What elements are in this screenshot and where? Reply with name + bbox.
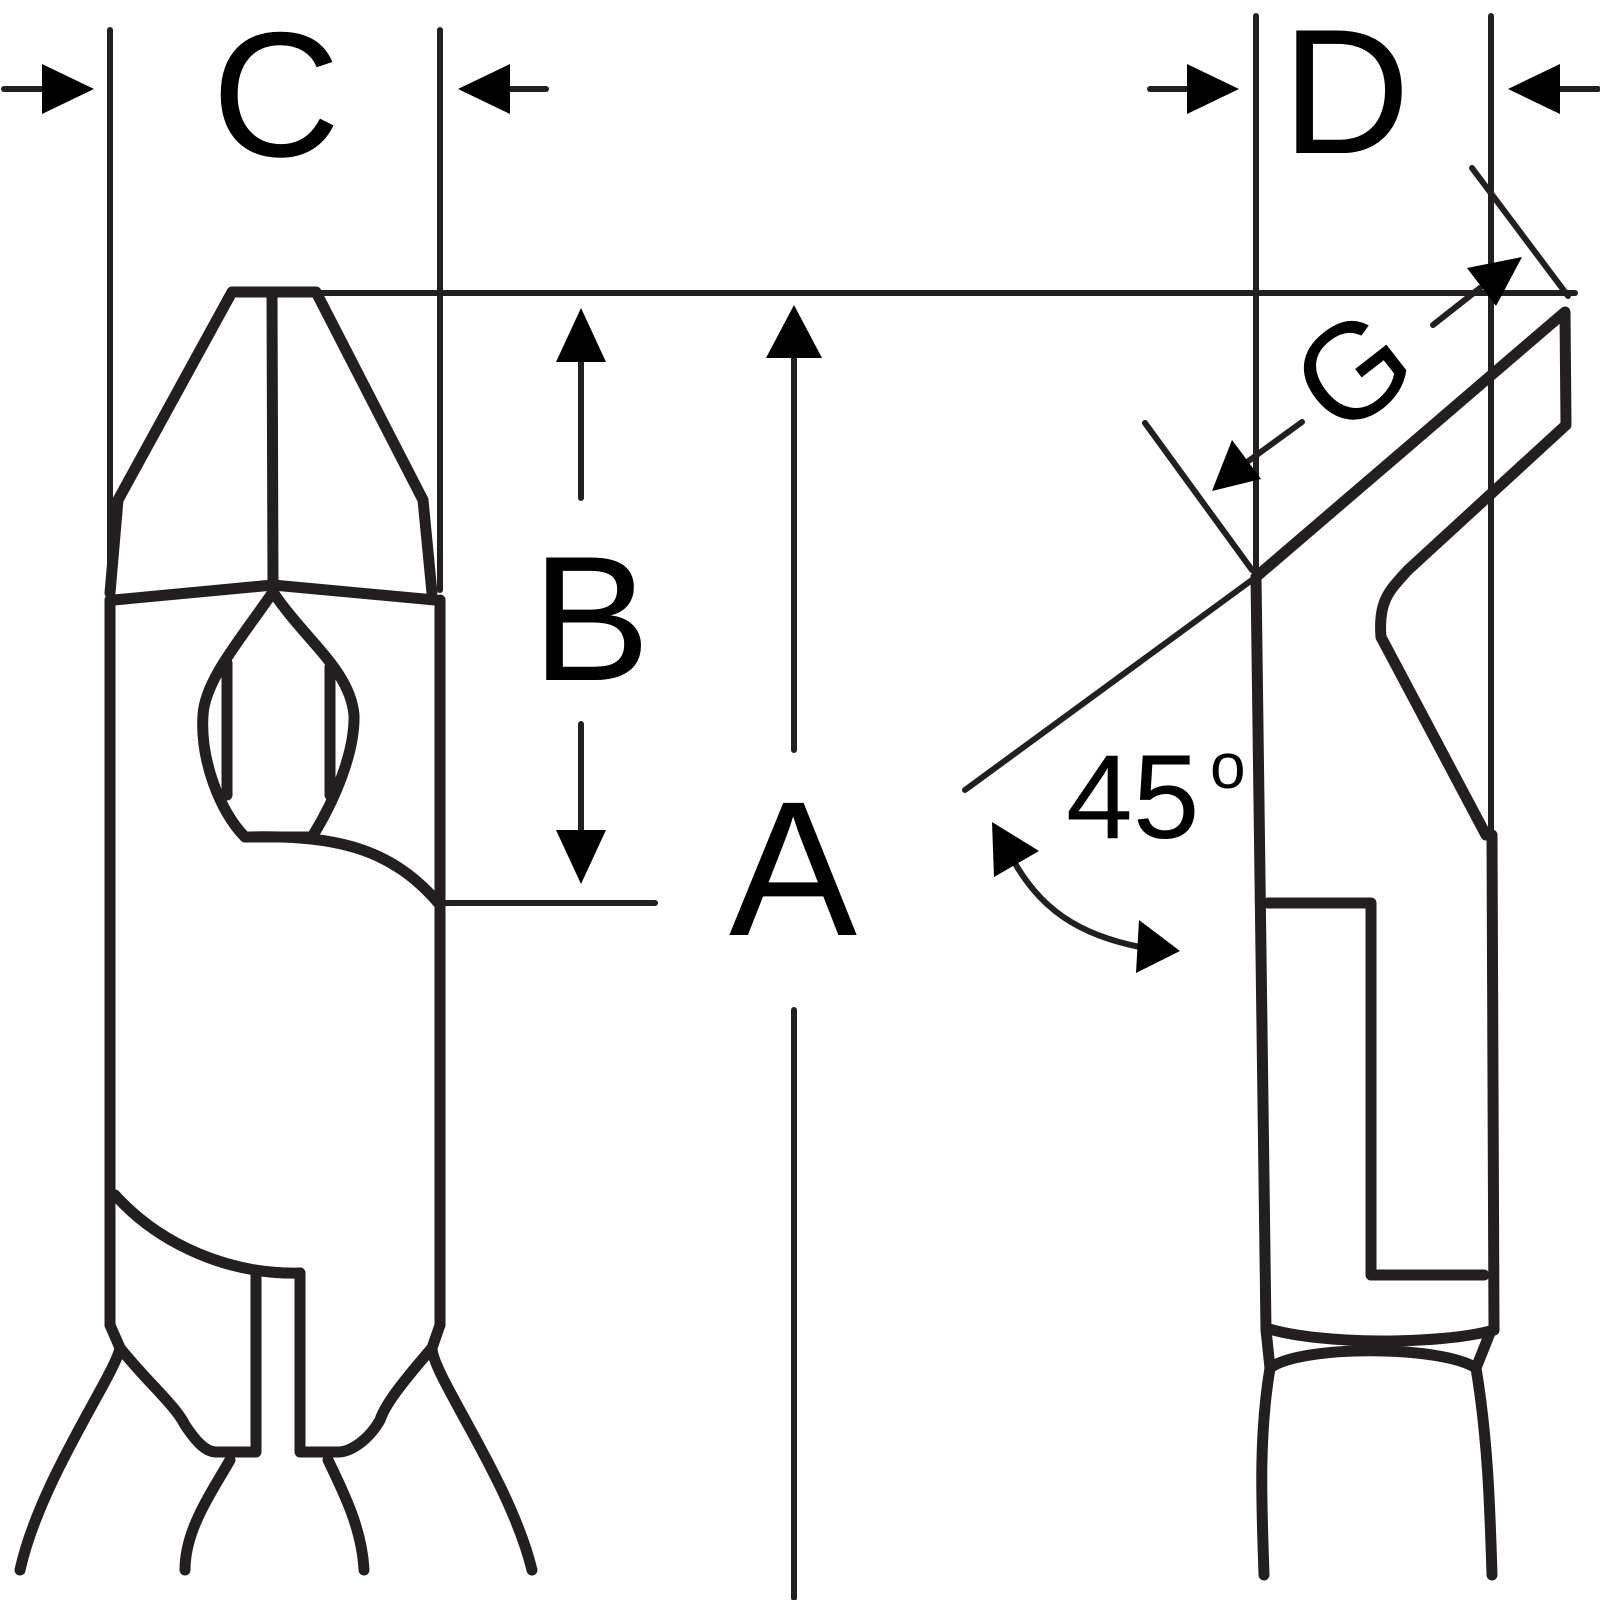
label-angle-value: 45	[1066, 730, 1199, 864]
front-handle-right-upper	[332, 1319, 446, 1458]
side-band-bottom	[1264, 1345, 1482, 1374]
front-handle-left-grip	[14, 1342, 126, 1576]
angle-reference-line	[962, 574, 1259, 793]
g-arrow-lower-head	[1212, 440, 1261, 491]
side-band-left-link	[1260, 1324, 1276, 1374]
side-band-top	[1260, 1322, 1500, 1347]
dimension-lines	[1, 13, 1600, 1600]
d-arrow-right-head	[1508, 64, 1560, 114]
side-body-right-edge	[1486, 829, 1500, 1336]
front-pivot-lower-curve	[239, 831, 446, 911]
front-handle-right-grip	[426, 1342, 538, 1576]
side-slot-outline	[1262, 897, 1490, 1281]
side-handle-left	[1256, 1362, 1276, 1581]
a-arrow-up-head	[766, 305, 822, 358]
front-handle-inner-right	[294, 1267, 344, 1458]
label-b: B	[532, 519, 651, 718]
side-band-right-link	[1470, 1327, 1496, 1374]
front-handle-inner-left	[210, 1267, 262, 1458]
side-head-outline	[1250, 306, 1572, 841]
front-handle-left-upper	[104, 1319, 222, 1458]
front-handle-left-inner-grip	[179, 1454, 236, 1576]
side-handle-right	[1470, 1362, 1498, 1581]
label-angle-unit: o	[1210, 730, 1246, 802]
c-arrow-left-head	[42, 64, 94, 114]
label-a: A	[729, 761, 857, 976]
front-jaw-center-line	[266, 287, 279, 591]
b-arrow-down-head	[556, 830, 606, 884]
angle-arrow-bottom-head	[1136, 920, 1180, 973]
d-arrow-left-head	[1187, 64, 1239, 114]
g-extension-upper	[1469, 165, 1571, 299]
b-arrow-up-head	[556, 308, 606, 362]
pliers-side-view	[1250, 306, 1572, 1581]
g-arrow-lower-shaft	[1240, 419, 1305, 468]
g-arrow-upper-head	[1467, 257, 1522, 306]
dimension-labels: C D B A G 45 o	[212, 0, 1441, 976]
g-extension-lower	[1142, 420, 1255, 573]
front-handle-right-inner-grip	[322, 1454, 370, 1576]
side-body-left-edge	[1250, 571, 1272, 1336]
label-d: D	[1282, 0, 1411, 191]
g-arrow-upper-shaft	[1430, 285, 1483, 328]
c-arrow-right-head	[458, 64, 510, 114]
label-c: C	[212, 0, 341, 194]
pliers-front-view	[14, 286, 538, 1576]
front-jaw-base	[108, 579, 441, 606]
angle-arc	[1009, 855, 1143, 950]
front-handle-top-curve	[109, 1189, 306, 1279]
angle-arrow-top-head	[992, 822, 1039, 877]
